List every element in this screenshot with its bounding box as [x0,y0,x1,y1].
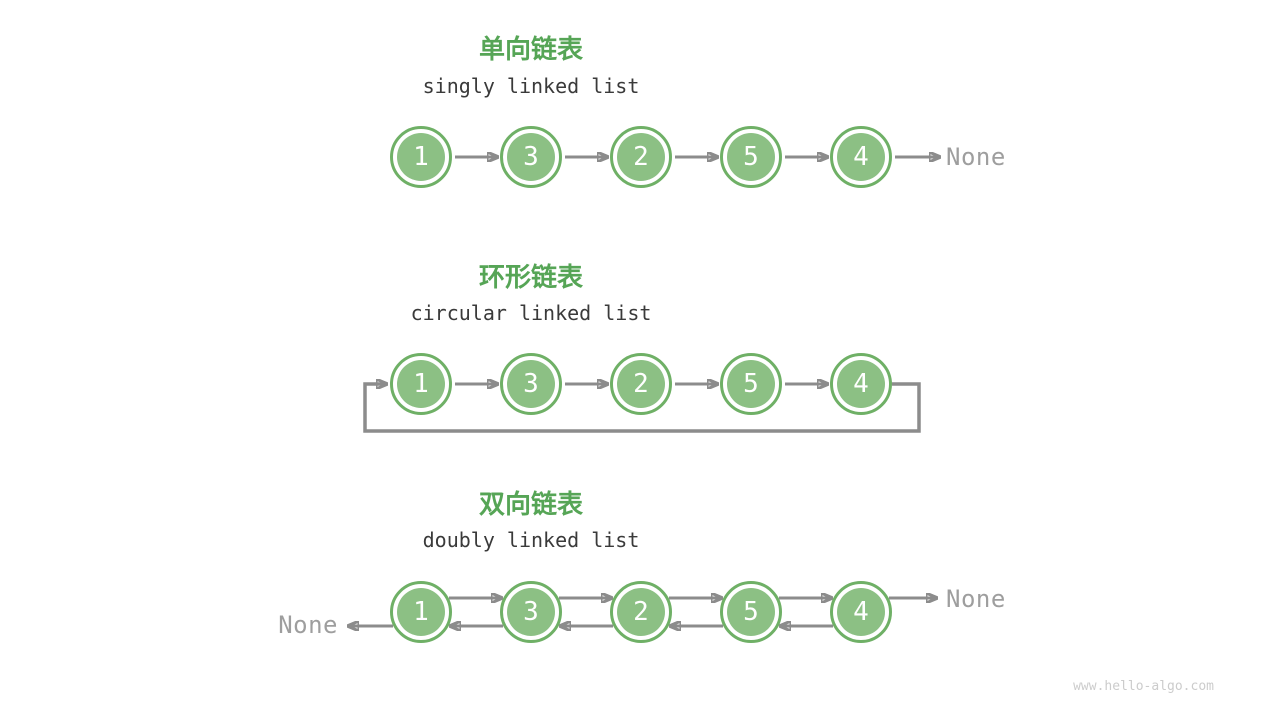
doubly-node-1: 1 [390,581,452,643]
circular-node-4: 5 [720,353,782,415]
singly-node-4: 5 [720,126,782,188]
arrow-circular-loop [363,384,921,433]
section-subtitle-doubly: doubly linked list [422,528,640,552]
section-title-singly: 单向链表 [478,35,583,65]
circular-node-2-value: 3 [507,360,555,408]
circular-node-1: 1 [390,353,452,415]
singly-node-5: 4 [830,126,892,188]
singly-node-5-value: 4 [837,133,885,181]
section-subtitle-circular: circular linked list [410,301,652,325]
circular-node-5: 4 [830,353,892,415]
doubly-node-3: 2 [610,581,672,643]
singly-tail-none-label: None [946,143,1006,171]
singly-node-3-value: 2 [617,133,665,181]
section-title-circular: 环形链表 [478,263,583,293]
circular-node-3: 2 [610,353,672,415]
doubly-node-4: 5 [720,581,782,643]
singly-node-3: 2 [610,126,672,188]
doubly-tail-none-label: None [946,585,1006,613]
circular-node-5-value: 4 [837,360,885,408]
doubly-head-none-label: None [278,611,338,639]
doubly-node-5: 4 [830,581,892,643]
singly-node-1-value: 1 [397,133,445,181]
section-title-doubly: 双向链表 [478,490,583,520]
doubly-node-1-value: 1 [397,588,445,636]
singly-node-4-value: 5 [727,133,775,181]
doubly-node-5-value: 4 [837,588,885,636]
doubly-node-3-value: 2 [617,588,665,636]
section-subtitle-singly: singly linked list [422,74,640,98]
circular-node-4-value: 5 [727,360,775,408]
circular-node-3-value: 2 [617,360,665,408]
singly-node-1: 1 [390,126,452,188]
circular-node-2: 3 [500,353,562,415]
singly-node-2-value: 3 [507,133,555,181]
singly-node-2: 3 [500,126,562,188]
doubly-node-4-value: 5 [727,588,775,636]
doubly-node-2: 3 [500,581,562,643]
circular-node-1-value: 1 [397,360,445,408]
doubly-node-2-value: 3 [507,588,555,636]
watermark: www.hello-algo.com [1073,679,1214,694]
